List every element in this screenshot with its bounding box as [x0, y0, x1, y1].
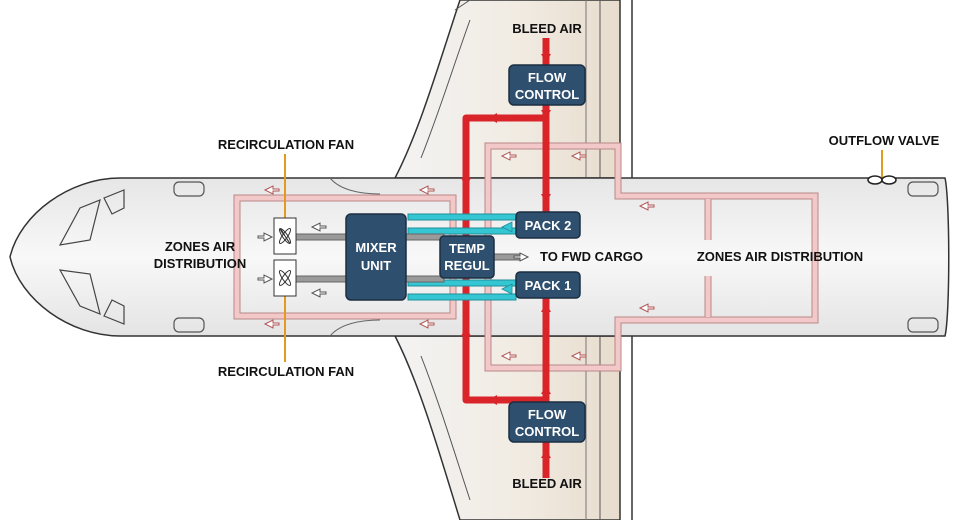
hot-air-arrows — [461, 54, 551, 458]
flow-control-top-label-2: CONTROL — [515, 87, 579, 102]
flow-control-top-box: FLOW CONTROL — [508, 64, 586, 106]
pack-1-box: PACK 1 — [515, 271, 581, 299]
recirculation-fan-upper — [273, 154, 297, 255]
zones-air-distribution-left-label-1: ZONES AIR — [165, 239, 236, 254]
mixer-unit-box: MIXER UNIT — [345, 213, 407, 301]
flow-control-bottom-label-2: CONTROL — [515, 424, 579, 439]
mixer-unit-label-2: UNIT — [361, 258, 391, 273]
recirculation-fan-lower — [273, 259, 297, 362]
to-fwd-cargo-label: TO FWD CARGO — [540, 249, 643, 264]
temp-regul-label-2: REGUL — [444, 258, 490, 273]
recirculation-fan-bottom-label: RECIRCULATION FAN — [218, 364, 354, 379]
recirculation-fan-top-label: RECIRCULATION FAN — [218, 137, 354, 152]
upper-wing — [393, 0, 633, 179]
pack-2-box: PACK 2 — [515, 211, 581, 239]
cold-air-arrows — [501, 221, 513, 295]
zones-air-distribution-right-label: ZONES AIR DISTRIBUTION — [697, 249, 863, 264]
temp-regul-box: TEMP REGUL — [439, 235, 495, 279]
flow-control-bottom-box: FLOW CONTROL — [508, 401, 586, 443]
flow-control-bottom-label-1: FLOW — [528, 407, 567, 422]
recirc-flow-arrows — [257, 222, 530, 298]
outflow-valve — [867, 150, 897, 185]
mixer-unit-label-1: MIXER — [355, 240, 397, 255]
cold-air-ducts — [407, 213, 517, 301]
temp-regul-label-1: TEMP — [449, 241, 485, 256]
bleed-air-bottom-label: BLEED AIR — [512, 476, 582, 491]
bleed-air-top-label: BLEED AIR — [512, 21, 582, 36]
outflow-valve-label: OUTFLOW VALVE — [829, 133, 940, 148]
zones-air-distribution-left-label-2: DISTRIBUTION — [154, 256, 246, 271]
wing-distribution-duct — [484, 142, 819, 372]
pack-1-label: PACK 1 — [525, 278, 572, 293]
flow-control-top-label-1: FLOW — [528, 70, 567, 85]
pack-2-label: PACK 2 — [525, 218, 572, 233]
duct-flow-arrows — [263, 151, 655, 361]
